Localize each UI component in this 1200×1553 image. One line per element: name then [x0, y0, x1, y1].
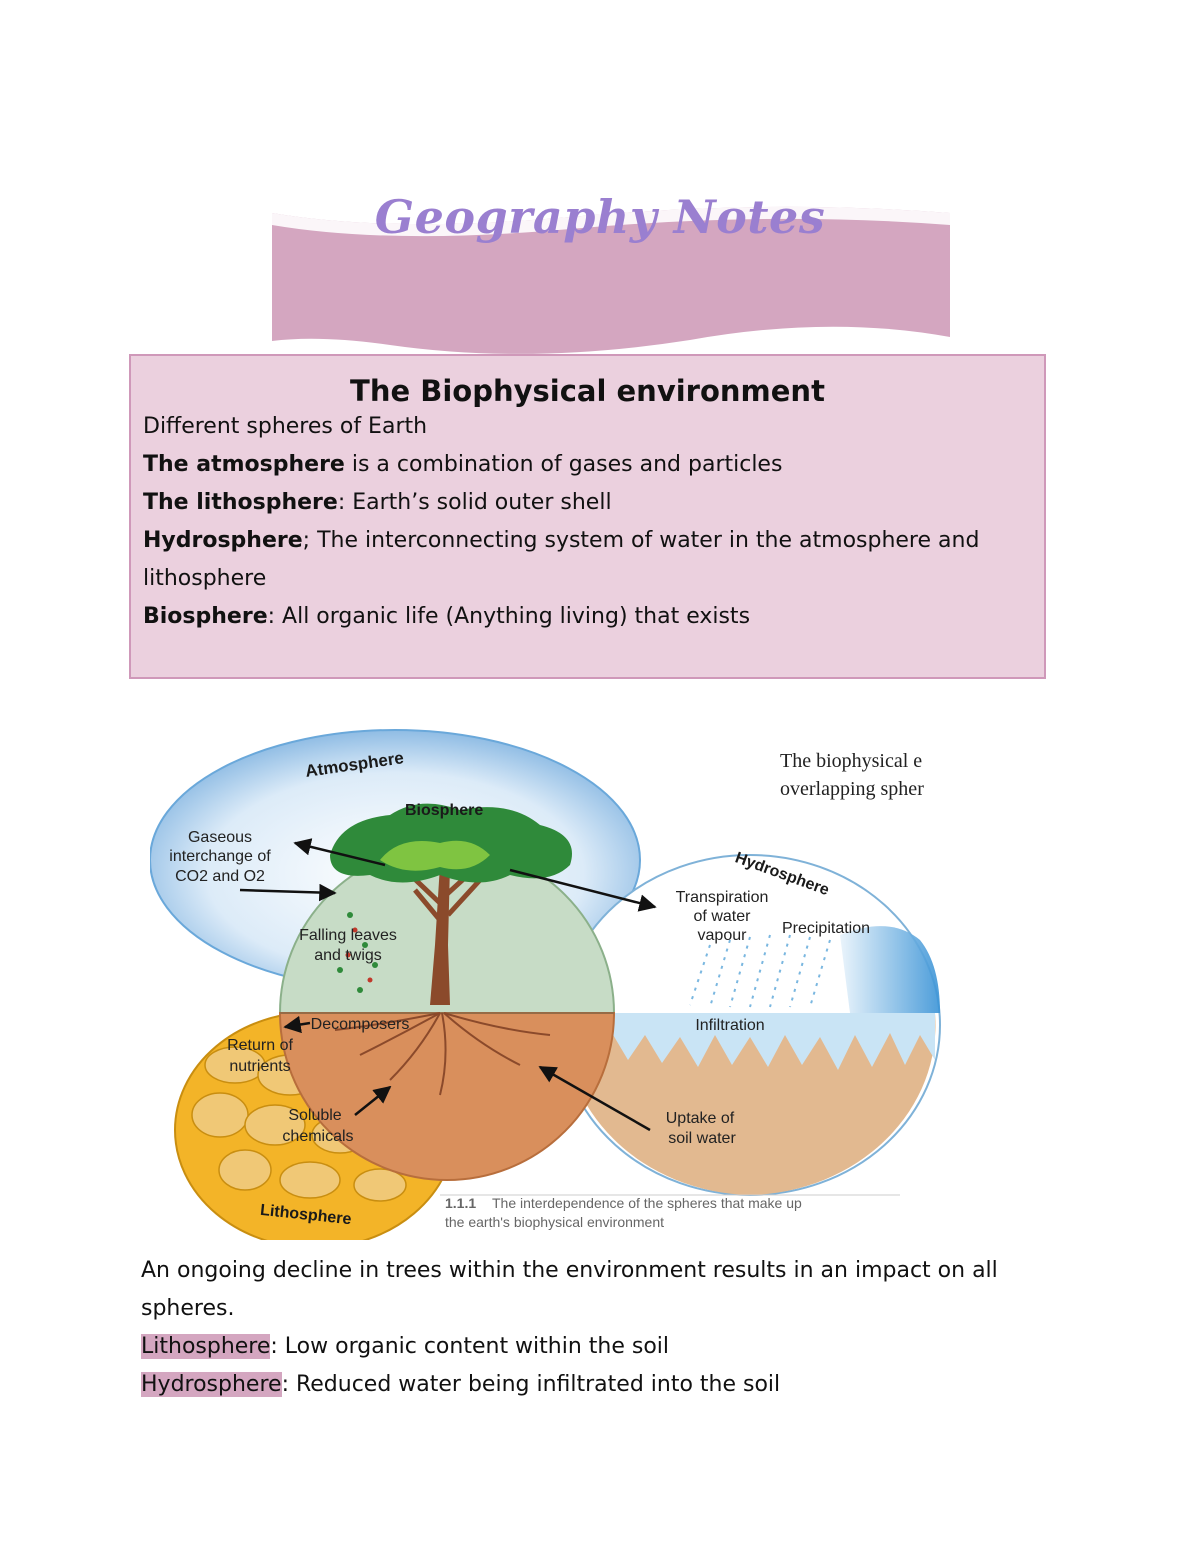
biosphere-sphere	[278, 845, 616, 1181]
spheres-diagram: Atmosphere Biosphere Hydrosphere Lithosp…	[150, 729, 941, 1240]
label-uptake-2: soil water	[668, 1130, 736, 1147]
label-falling-2: and twigs	[314, 947, 382, 964]
label-biosphere: Biosphere	[405, 802, 483, 819]
label-transpiration-1: Transpiration	[676, 889, 769, 906]
definition-hydrosphere: Hydrosphere; The interconnecting system …	[143, 528, 980, 553]
label-transpiration-2: of water	[694, 908, 752, 925]
highlight-lithosphere: Lithosphere	[141, 1334, 271, 1359]
intro-line: Different spheres of Earth	[143, 414, 428, 439]
process-arrows	[239, 838, 657, 1132]
label-infiltration: Infiltration	[695, 1017, 764, 1034]
label-falling-1: Falling leaves	[299, 927, 397, 944]
label-soluble-1: Soluble	[288, 1107, 341, 1124]
side-title-2: overlapping spher	[780, 778, 924, 800]
effect-hydrosphere: Hydrosphere: Reduced water being infiltr…	[141, 1372, 781, 1397]
definitions-box: The Biophysical environment Different sp…	[129, 354, 1046, 679]
tree-illustration	[330, 803, 572, 1096]
label-transpiration-3: vapour	[698, 927, 748, 944]
effect-lithosphere: Lithosphere: Low organic content within …	[141, 1334, 670, 1359]
side-title-1: The biophysical e	[780, 750, 922, 772]
label-soluble-2: chemicals	[282, 1128, 353, 1145]
label-gaseous-3: CO2 and O2	[175, 868, 265, 885]
title-banner	[272, 206, 950, 354]
label-return-2: nutrients	[229, 1058, 290, 1075]
summary-line-1: An ongoing decline in trees within the e…	[141, 1258, 998, 1283]
section-heading: The Biophysical environment	[350, 374, 825, 408]
caption-number: 1.1.1	[445, 1195, 476, 1211]
caption-line-2: the earth's biophysical environment	[445, 1214, 664, 1230]
highlight-hydrosphere: Hydrosphere	[141, 1372, 282, 1397]
label-gaseous-2: interchange of	[169, 848, 271, 865]
label-gaseous-1: Gaseous	[188, 829, 252, 846]
caption-line-1: The interdependence of the spheres that …	[492, 1195, 802, 1211]
label-decomposers: Decomposers	[311, 1016, 410, 1033]
label-precipitation: Precipitation	[782, 920, 870, 937]
hydrosphere-sphere	[559, 854, 941, 1196]
summary-line-2: spheres.	[141, 1296, 235, 1321]
label-return-1: Return of	[227, 1037, 293, 1054]
label-uptake-1: Uptake of	[666, 1110, 735, 1127]
page-title: Geography Notes	[374, 190, 826, 244]
definition-atmosphere: The atmosphere is a combination of gases…	[143, 452, 783, 477]
definition-hydrosphere-cont: lithosphere	[143, 566, 267, 591]
definition-lithosphere: The lithosphere: Earth’s solid outer she…	[143, 490, 612, 515]
definition-biosphere: Biosphere: All organic life (Anything li…	[143, 604, 751, 629]
